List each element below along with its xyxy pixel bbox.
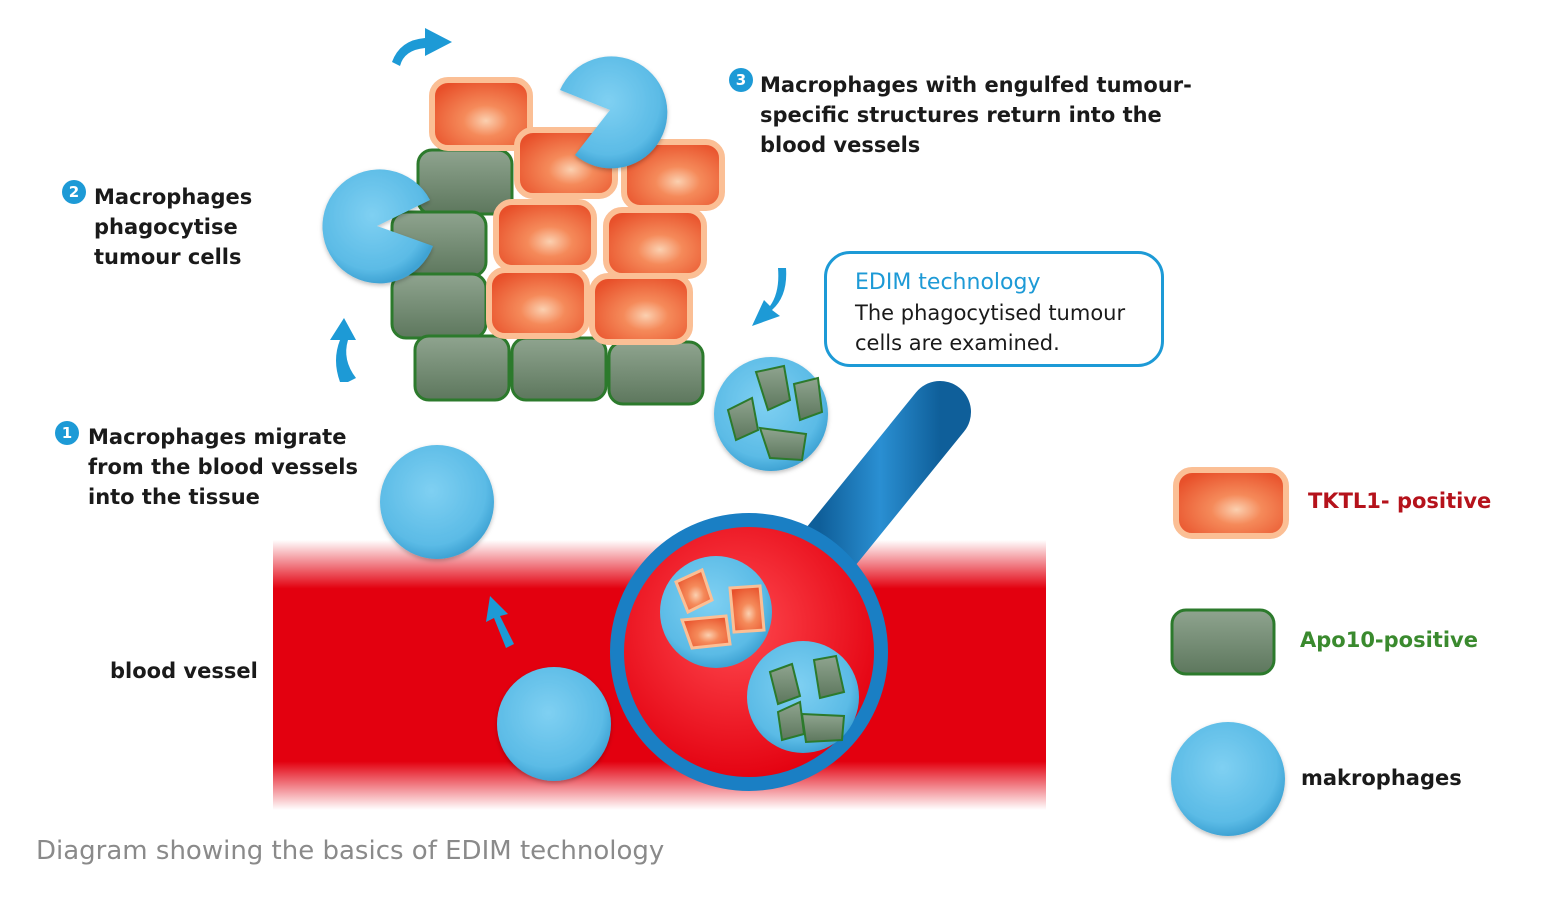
macrophage-returning <box>560 56 668 169</box>
macrophage-with-fragments <box>714 357 828 471</box>
magnifying-glass-icon <box>610 381 971 791</box>
macrophage-in-vessel <box>497 667 611 781</box>
edim-line-1: The phagocytised tumour <box>855 301 1126 325</box>
legend-tktl1-label: TKTL1- positive <box>1308 489 1492 513</box>
step-2-badge: 2 <box>62 180 86 204</box>
step-1-text: Macrophages migrate from the blood vesse… <box>88 422 358 512</box>
legend-tktl1-swatch <box>1173 467 1289 539</box>
legend-apo10-label: Apo10-positive <box>1300 628 1478 652</box>
step-2-text: Macrophages phagocytise tumour cells <box>94 182 252 272</box>
step-3-badge: 3 <box>729 68 753 92</box>
step-1-badge: 1 <box>55 421 79 445</box>
tktl1-cells <box>429 77 725 345</box>
step-1-line-3: into the tissue <box>88 485 260 509</box>
legend-makrophages-swatch <box>1171 722 1285 836</box>
macrophage-phagocytising <box>322 169 433 284</box>
step-2-line-3: tumour cells <box>94 245 242 269</box>
blood-vessel-label: blood vessel <box>110 659 258 683</box>
step-3-line-3: blood vessels <box>760 133 921 157</box>
edim-line-2: cells are examined. <box>855 331 1060 355</box>
step-1-line-1: Macrophages migrate <box>88 425 347 449</box>
step-2-line-2: phagocytise <box>94 215 238 239</box>
arrow-icon <box>330 28 787 648</box>
edim-description: The phagocytised tumour cells are examin… <box>855 298 1125 358</box>
step-3-line-2: specific structures return into the <box>760 103 1162 127</box>
legend-makrophages-label: makrophages <box>1301 766 1462 790</box>
step-2-line-1: Macrophages <box>94 185 253 209</box>
macrophage-migrating <box>380 445 494 559</box>
edim-technology-box: EDIM technology The phagocytised tumour … <box>824 251 1164 367</box>
figure-caption: Diagram showing the basics of EDIM techn… <box>36 836 665 866</box>
step-3-text: Macrophages with engulfed tumour- specif… <box>760 70 1192 160</box>
edim-title: EDIM technology <box>855 270 1041 295</box>
legend-apo10-swatch <box>1170 608 1276 676</box>
step-3-line-1: Macrophages with engulfed tumour- <box>760 73 1192 97</box>
step-1-line-2: from the blood vessels <box>88 455 358 479</box>
